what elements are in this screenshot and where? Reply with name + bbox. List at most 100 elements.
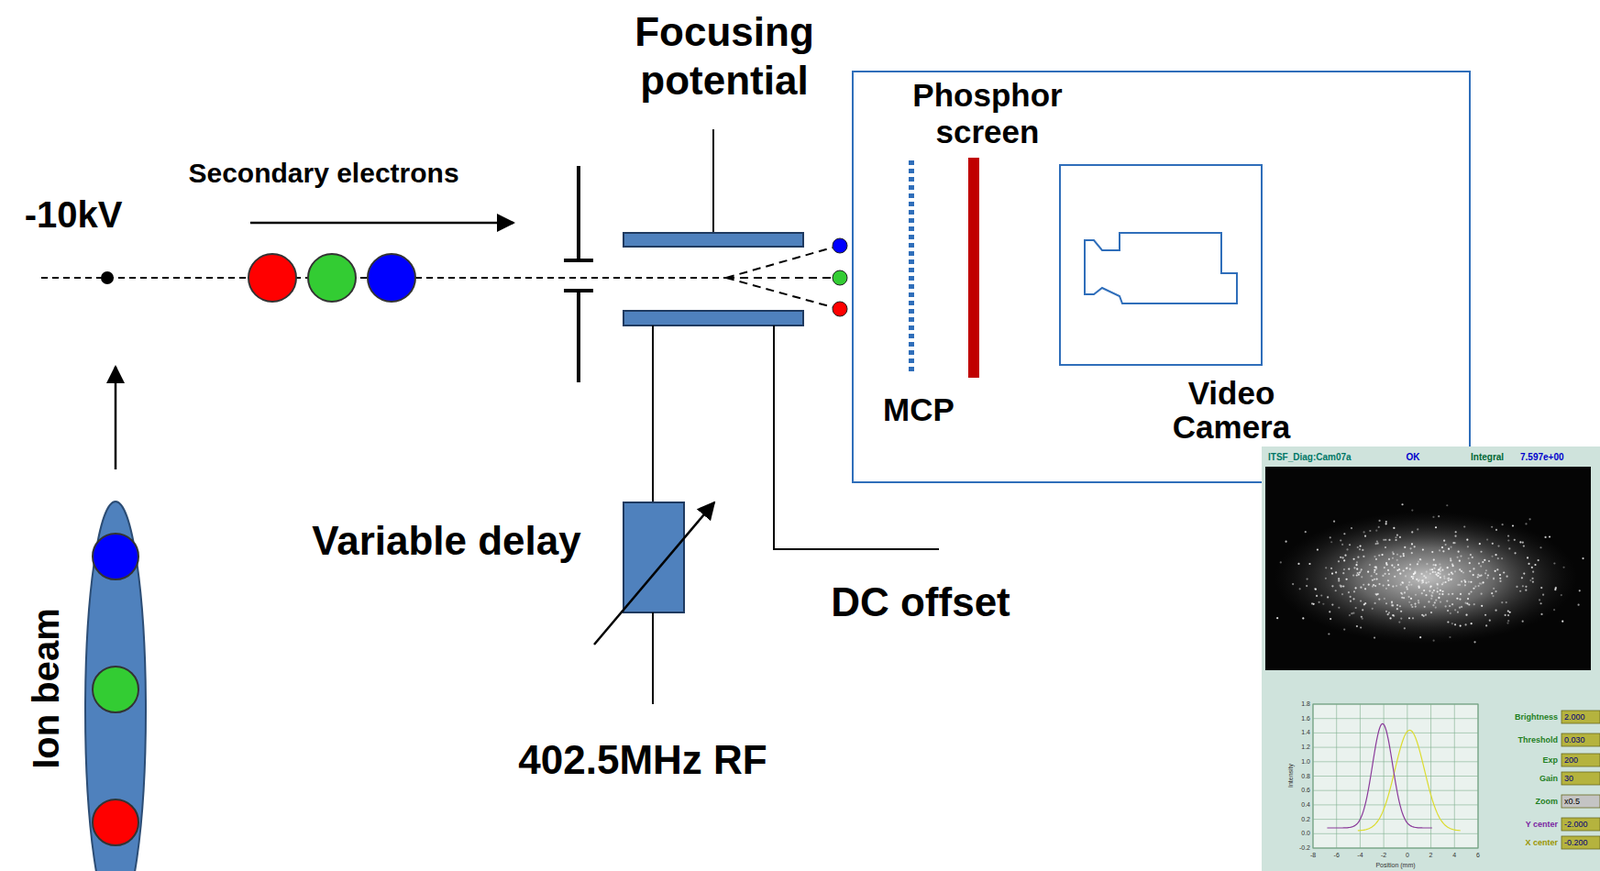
speckle-dot [1357,546,1359,549]
electron-red [248,253,297,302]
speckle-dot [1456,611,1459,614]
speckle-dot [1409,563,1412,566]
speckle-dot [1538,598,1541,601]
speckle-dot [1358,544,1361,547]
speckle-dot [1430,594,1433,596]
aperture [576,165,581,261]
speckle-dot [1465,614,1468,617]
speckle-dot [1532,581,1534,584]
speckle-dot [1384,573,1387,575]
speckle-dot [1486,539,1489,541]
speckle-dot [1400,617,1402,619]
axis-title: Intensity [1287,763,1295,788]
speckle-dot [1368,563,1371,566]
speckle-dot [1432,571,1435,574]
delay-line-box [623,502,685,613]
speckle-dot [1531,577,1534,580]
speckle-dot [1374,584,1377,587]
speckle-dot [1467,597,1469,600]
speckle-dot [1429,568,1432,571]
speckle-dot [1472,573,1475,576]
speckle-dot [1344,554,1347,557]
control-label: Y center [1525,819,1558,829]
speckle-dot [1371,579,1374,582]
speckle-dot [1305,584,1308,587]
speckle-dot [1326,595,1329,598]
speckle-dot [1479,551,1482,553]
speckle-dot [1361,617,1364,620]
speckle-dot [1494,609,1497,612]
speckle-dot [1362,584,1365,586]
speckle-dot [1402,554,1405,557]
speckle-dot [1354,586,1357,589]
speckle-dot [1393,566,1396,569]
speckle-dot [1375,594,1378,596]
speckle-dot [1542,594,1545,596]
speckle-dot [1378,526,1380,529]
axis-tick: 0.0 [1301,829,1311,838]
speckle-dot [1408,581,1411,584]
speckle-dot [1355,563,1358,566]
speckle-dot [1478,562,1480,564]
speckle-dot [1390,604,1393,607]
speckle-dot [1447,579,1450,582]
speckle-dot [1396,607,1399,610]
speckle-dot [1445,581,1447,584]
speckle-dot [1499,580,1501,583]
speckle-dot [1409,568,1412,571]
speckle-dot [1506,621,1509,624]
speckle-dot [1540,586,1543,589]
speckle-dot [1526,556,1529,559]
speckle-dot [1352,612,1355,615]
target-wire [100,271,114,285]
speckle-dot [1467,593,1470,596]
speckle-dot [1375,567,1378,570]
speckle-dot [1467,603,1470,606]
speckle-dot [1380,553,1383,556]
speckle-dot [1400,610,1402,613]
speckle-dot [1458,560,1461,563]
speckle-dot [1396,559,1399,562]
value-box [1561,753,1600,767]
speckle-dot [1427,581,1430,584]
speckle-dot [1356,573,1358,576]
speckle-dot [1544,536,1546,539]
axis-tick: 4 [1452,851,1457,860]
ion-direction-arrow [114,366,118,470]
speckle-dot [1450,577,1453,580]
speckle-dot [1431,595,1434,597]
speckle-dot [1441,569,1444,572]
speckle-dot [1458,606,1461,609]
field-value: 7.597e+00 [1520,452,1565,464]
speckle-dot [1330,540,1333,543]
speckle-dot [1387,613,1390,616]
speckle-dot [1467,545,1469,548]
control-value: -2.000 [1564,819,1589,829]
speckle-dot [1393,575,1396,578]
speckle-dot [1376,540,1379,542]
axis-tick: 1.0 [1301,758,1311,766]
speckle-dot [1384,539,1387,541]
speckle-dot [1437,515,1440,518]
speckle-dot [1422,581,1424,584]
speckle-dot [1507,539,1510,541]
screenshot-panel [1261,446,1600,871]
part-label: Ion beam [24,607,67,770]
axis-tick: 0.4 [1301,801,1311,809]
speckle-dot [1507,534,1510,537]
speckle-dot [1431,551,1434,553]
speckle-dot [1418,586,1421,589]
part-label: Focusing potential [614,8,835,106]
speckle-dot [1337,579,1340,582]
speckle-dot [1469,553,1472,556]
speckle-dot [1356,625,1358,628]
speckle-dot [1433,558,1435,561]
grid-line [1313,818,1479,820]
aperture [563,288,594,293]
speckle-dot [1448,605,1451,607]
bunch-slice-blue [92,533,139,580]
value-box [1561,794,1600,808]
speckle-dot [1434,601,1436,604]
speckle-dot [1522,584,1524,587]
speckle-dot [1342,584,1345,587]
